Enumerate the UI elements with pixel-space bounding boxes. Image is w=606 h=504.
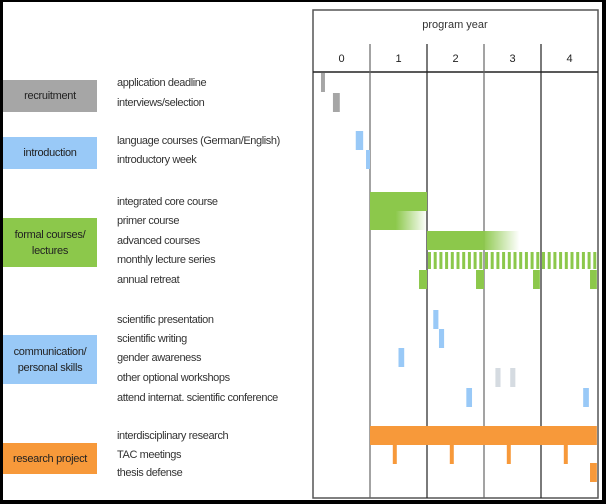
bar-monthly-lecture: [507, 252, 511, 269]
bar-monthly-lecture: [456, 252, 460, 269]
gantt-bar: [370, 426, 597, 445]
bar-monthly-lecture: [496, 252, 500, 269]
gantt-bar: [320, 73, 325, 92]
gantt-bar: [506, 445, 511, 464]
activity-label: TAC meetings: [117, 449, 182, 461]
bar-monthly-lecture: [473, 252, 477, 269]
chart-title: program year: [422, 19, 488, 31]
bar-monthly-lecture: [530, 252, 534, 269]
bar-monthly-lecture: [462, 252, 466, 269]
bar-monthly-lecture: [570, 252, 574, 269]
activity-label: other optional workshops: [117, 372, 230, 384]
bar-monthly-lecture: [547, 252, 551, 269]
bar-monthly-lecture: [519, 252, 523, 269]
gantt-bar: [590, 463, 597, 482]
activity-label: attend internat. scientific conference: [117, 392, 278, 404]
bar-monthly-lecture: [553, 252, 557, 269]
gantt-bar: [332, 93, 340, 112]
bar-monthly-lecture: [445, 252, 449, 269]
activity-label: interviews/selection: [117, 97, 205, 109]
bar-monthly-lecture: [428, 252, 431, 269]
activity-label: annual retreat: [117, 274, 180, 286]
bar-monthly-lecture: [593, 252, 597, 269]
activity-label: thesis defense: [117, 467, 183, 479]
activity-label: scientific presentation: [117, 314, 214, 326]
activity-label: gender awareness: [117, 352, 202, 364]
bar-monthly-lecture: [467, 252, 471, 269]
category-label: communication/personal skills: [3, 335, 97, 384]
category-label: recruitment: [3, 80, 97, 112]
year-tick-label: 3: [509, 53, 515, 65]
gantt-bar: [449, 445, 454, 464]
bar-monthly-lecture: [479, 252, 483, 269]
activity-label: monthly lecture series: [117, 254, 216, 266]
gantt-bar: [366, 150, 370, 169]
plot-border: [312, 9, 599, 499]
bar-monthly-lecture: [513, 252, 517, 269]
bar-monthly-lecture: [536, 252, 540, 269]
gantt-bar: [433, 310, 439, 329]
gantt-bar: [398, 348, 405, 367]
category-label: research project: [3, 443, 97, 474]
gantt-bar: [392, 445, 397, 464]
gantt-bar: [590, 270, 597, 289]
activity-label: interdisciplinary research: [117, 430, 229, 442]
bar-monthly-lecture: [485, 252, 488, 269]
gantt-bar: [466, 388, 473, 407]
gantt-bar: [438, 329, 445, 348]
bar-monthly-lecture: [542, 252, 545, 269]
year-tick-label: 2: [452, 53, 458, 65]
gantt-chart: program year 0 1 2 3 4: [312, 9, 599, 499]
gantt-bar: [427, 231, 520, 250]
year-tick-label: 4: [566, 53, 572, 65]
year-tick-label: 1: [395, 53, 401, 65]
gantt-bar: [510, 368, 516, 387]
category-label: introduction: [3, 137, 97, 169]
gantt-bar: [370, 211, 427, 230]
gantt-bar: [583, 388, 589, 407]
gantt-bar: [563, 445, 568, 464]
activity-label: language courses (German/English): [117, 135, 280, 147]
gantt-bar: [370, 192, 427, 211]
bar-monthly-lecture: [490, 252, 494, 269]
bar-monthly-lecture: [581, 252, 585, 269]
activity-label: introductory week: [117, 154, 197, 166]
bar-monthly-lecture: [559, 252, 563, 269]
bar-monthly-lecture: [439, 252, 443, 269]
bar-monthly-lecture: [576, 252, 580, 269]
activity-label: primer course: [117, 215, 180, 227]
bar-monthly-lecture: [524, 252, 528, 269]
activity-label: integrated core course: [117, 196, 218, 208]
bar-monthly-lecture: [564, 252, 568, 269]
year-tick-label: 0: [338, 53, 344, 65]
bar-monthly-lecture: [450, 252, 454, 269]
gantt-bar: [355, 131, 364, 150]
gantt-bar: [476, 270, 484, 289]
bar-monthly-lecture: [587, 252, 591, 269]
activity-label: advanced courses: [117, 235, 200, 247]
gantt-bar: [533, 270, 540, 289]
bar-monthly-lecture: [502, 252, 506, 269]
gantt-bar: [495, 368, 501, 387]
gantt-bar: [419, 270, 427, 289]
activity-label: scientific writing: [117, 333, 187, 345]
gantt-chart-frame: recruitment introduction formal courses/le…: [3, 2, 602, 500]
bar-monthly-lecture: [433, 252, 437, 269]
activity-label: application deadline: [117, 77, 207, 89]
category-label: formal courses/lectures: [3, 218, 97, 267]
